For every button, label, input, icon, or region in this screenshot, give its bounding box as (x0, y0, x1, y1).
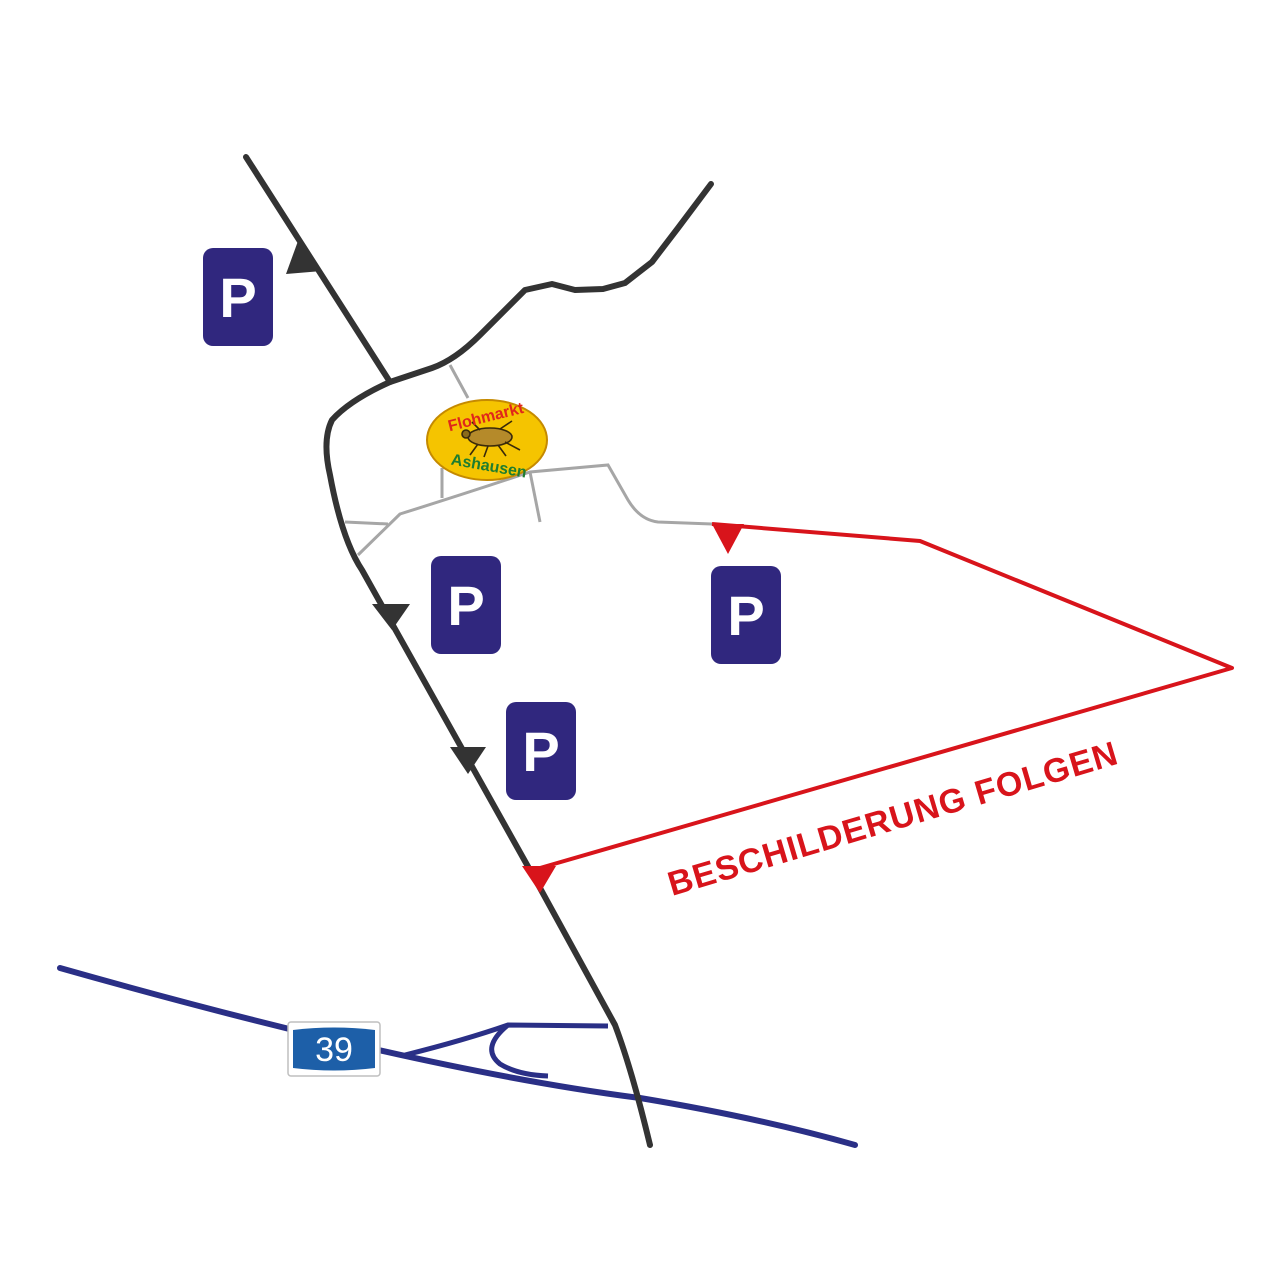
motorway-a39 (57, 965, 858, 1148)
motorway-ramp-loop (489, 1023, 549, 1079)
junction-markers (286, 241, 486, 774)
main-road-south (323, 379, 653, 1148)
junction-marker (286, 241, 322, 274)
parking-label: P (522, 720, 559, 783)
main-road-northeast (387, 181, 714, 385)
route-marker (522, 866, 556, 893)
parking-sign: P (506, 702, 576, 800)
parking-icon (431, 556, 501, 654)
parking-label: P (727, 584, 764, 647)
flohmarkt-logo: Flohmarkt Ashausen (426, 399, 548, 482)
motorway-shield: 39 (287, 1021, 381, 1077)
side-road (356, 463, 713, 557)
parking-sign: P (711, 566, 781, 664)
side-road (448, 364, 470, 399)
parking-label: P (219, 266, 256, 329)
route-line (539, 522, 1234, 870)
parking-label: P (447, 574, 484, 637)
parking-sign: P (203, 248, 273, 346)
side-road (344, 520, 389, 526)
flea-icon (461, 420, 521, 458)
junction-marker (372, 604, 410, 630)
route-marker (712, 524, 744, 554)
signposted-route: BESCHILDERUNG FOLGEN (522, 522, 1234, 904)
parking-icon (506, 702, 576, 800)
motorway-road (57, 965, 858, 1148)
route-label: BESCHILDERUNG FOLGEN (663, 734, 1122, 903)
motorway-number: 39 (315, 1031, 353, 1069)
parking-icon (203, 248, 273, 346)
side-road (528, 471, 542, 523)
junction-marker (450, 747, 486, 774)
parking-icon (711, 566, 781, 664)
parking-sign: P (431, 556, 501, 654)
side-roads (344, 364, 713, 557)
motorway-shield-icon (293, 1027, 375, 1071)
